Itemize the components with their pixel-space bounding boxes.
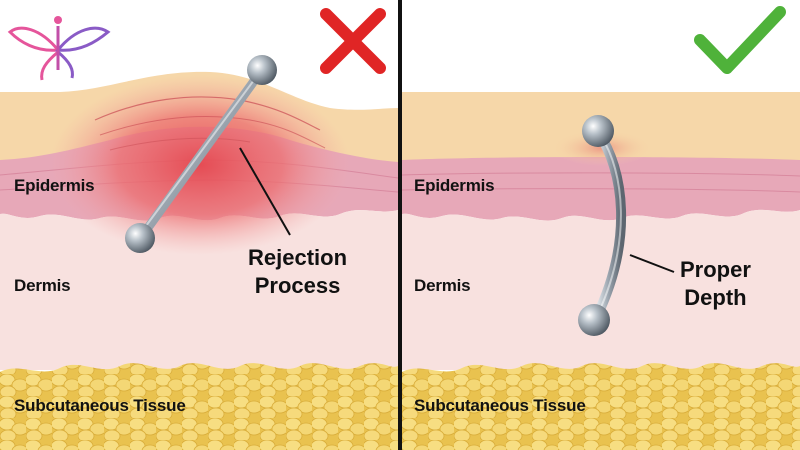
callout-line-2: Depth bbox=[684, 285, 747, 310]
proper-depth-callout: Proper Depth bbox=[680, 256, 751, 312]
rejection-panel: Epidermis Dermis Subcutaneous Tissue Rej… bbox=[0, 0, 398, 450]
piercing-ball-bottom bbox=[578, 304, 610, 336]
proper-depth-panel: Epidermis Dermis Subcutaneous Tissue Pro… bbox=[402, 0, 800, 450]
callout-line-1: Proper bbox=[680, 257, 751, 282]
epidermis-label: Epidermis bbox=[14, 176, 95, 195]
piercing-ball-top bbox=[247, 55, 277, 85]
piercing-ball-bottom bbox=[125, 223, 155, 253]
skin-cross-section-right bbox=[402, 0, 800, 450]
callout-line-1: Rejection bbox=[248, 245, 348, 270]
callout-line-2: Process bbox=[254, 273, 341, 298]
skin-cross-section-left bbox=[0, 0, 398, 450]
rejection-callout: Rejection Process bbox=[248, 244, 347, 300]
subcutaneous-label: Subcutaneous Tissue bbox=[14, 396, 186, 415]
subcutaneous-label: Subcutaneous Tissue bbox=[414, 396, 586, 415]
green-check-icon bbox=[694, 6, 786, 74]
butterfly-logo-icon bbox=[7, 16, 111, 81]
dermis-label: Dermis bbox=[14, 276, 71, 295]
dermis-label: Dermis bbox=[414, 276, 471, 295]
piercing-ball-top bbox=[582, 115, 614, 147]
callout-leader-line bbox=[629, 254, 675, 273]
epidermis-label: Epidermis bbox=[414, 176, 495, 195]
callout-leader-line bbox=[239, 147, 291, 236]
panel-divider bbox=[398, 0, 402, 450]
red-x-icon bbox=[320, 8, 386, 74]
